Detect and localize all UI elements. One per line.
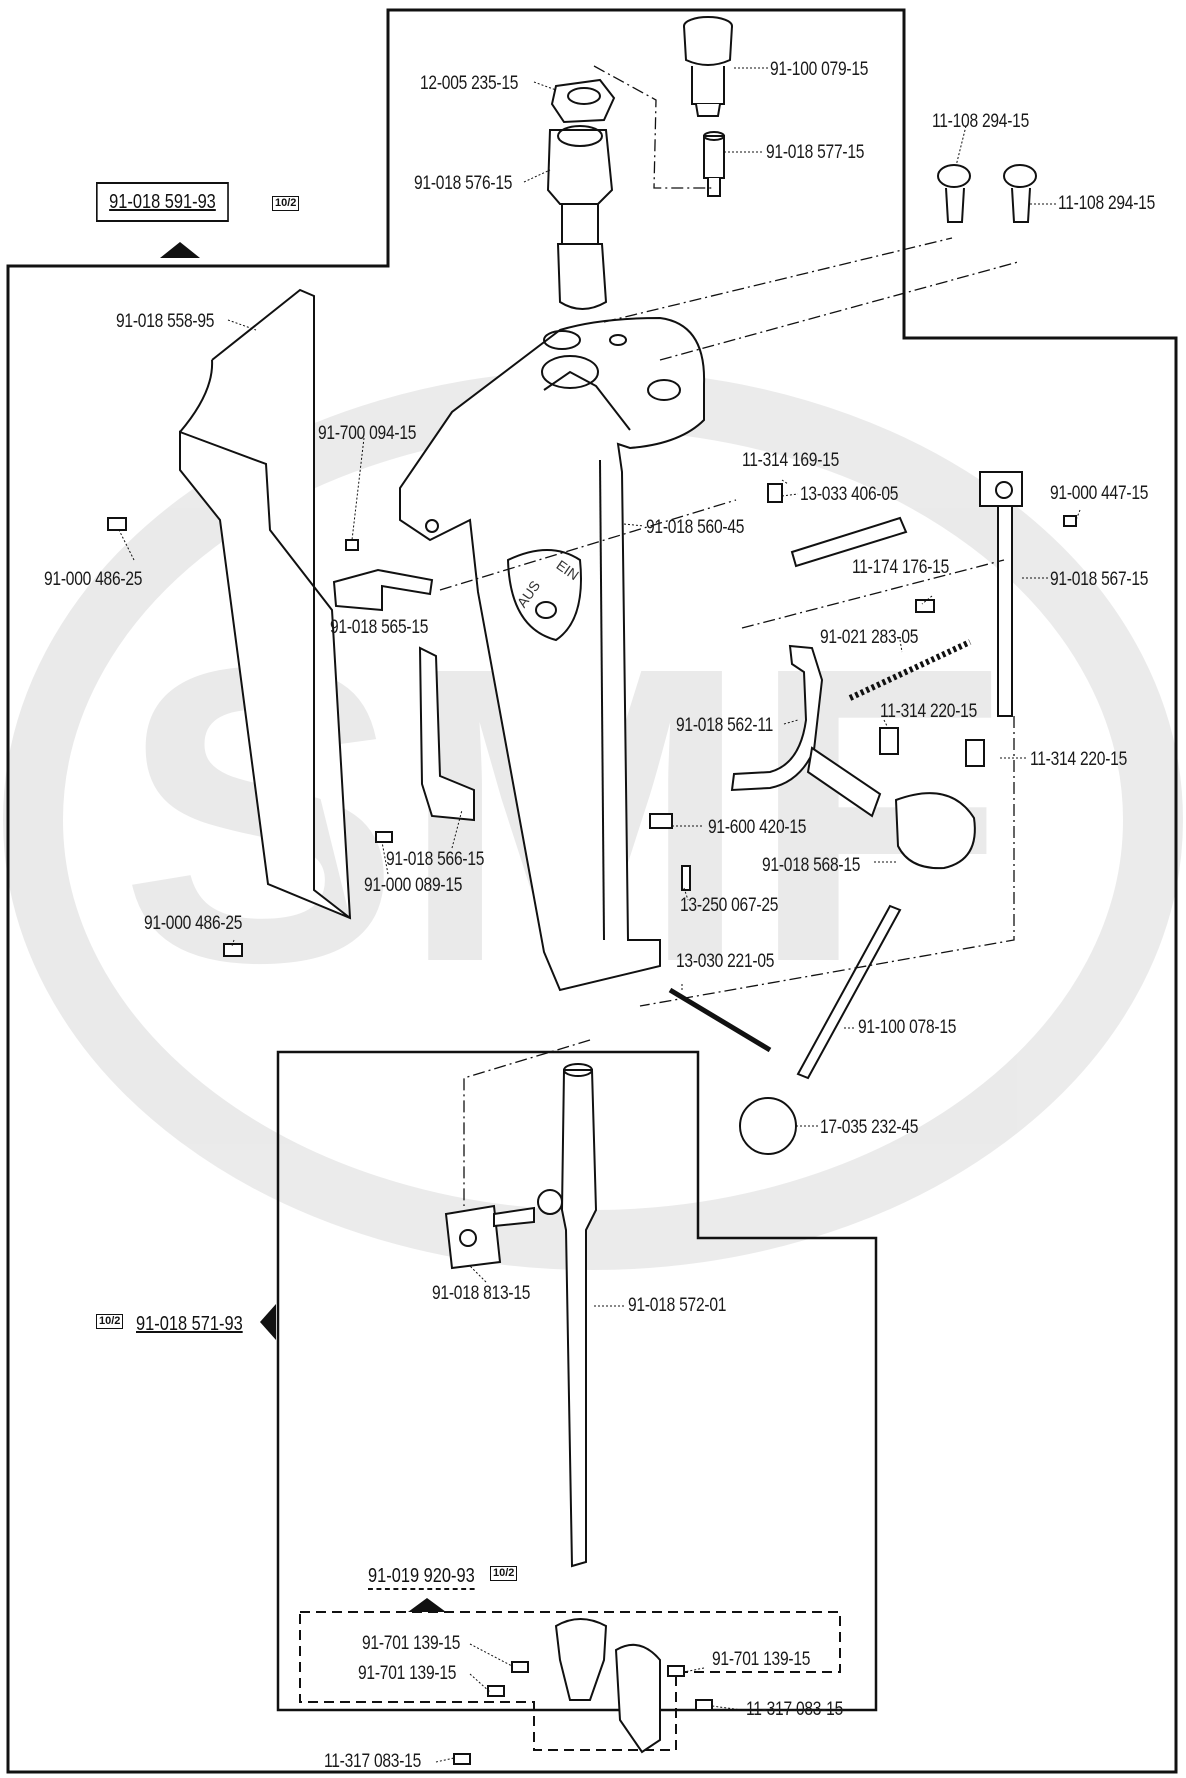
set-screw-part bbox=[767, 483, 783, 503]
hook-bracket-part bbox=[554, 1618, 608, 1701]
dashed-group-boundary bbox=[299, 1611, 841, 1751]
threaded-sleeve-part bbox=[546, 125, 614, 310]
part-label: 91-018 565-15 bbox=[330, 617, 429, 638]
cone-knob-part bbox=[894, 792, 976, 870]
part-label: 91-701 139-15 bbox=[362, 1633, 461, 1654]
set-screw-part bbox=[965, 739, 985, 767]
part-label: 91-701 139-15 bbox=[712, 1649, 811, 1670]
screw-part bbox=[453, 1753, 471, 1765]
bottom-group-arrow bbox=[408, 1598, 446, 1612]
group-ref-top: 10/2 bbox=[272, 196, 300, 211]
main-frame-part bbox=[399, 316, 706, 992]
screw-part bbox=[345, 539, 359, 551]
part-label: 91-018 568-15 bbox=[762, 855, 861, 876]
part-label: 91-018 558-95 bbox=[116, 311, 215, 332]
part-label: 91-021 283-05 bbox=[820, 627, 919, 648]
part-label: 11-108 294-15 bbox=[1058, 193, 1156, 214]
assembly-boundary bbox=[6, 8, 1178, 1774]
part-label: 91-018 577-15 bbox=[766, 142, 865, 163]
bracket-part bbox=[332, 568, 434, 612]
group-label-top: 91-018 591-93 bbox=[96, 182, 229, 222]
slotted-screw-part bbox=[1003, 164, 1037, 223]
part-label: 12-005 235-15 bbox=[420, 73, 519, 94]
part-label: 91-018 566-15 bbox=[386, 849, 485, 870]
part-label: 11-174 176-15 bbox=[852, 557, 950, 578]
hex-nut-part bbox=[550, 78, 616, 124]
part-label: 91-100 078-15 bbox=[858, 1017, 957, 1038]
screw-part bbox=[487, 1685, 505, 1697]
threaded-rod-part bbox=[796, 904, 902, 1080]
screw-part bbox=[511, 1661, 529, 1673]
group-ref-middle: 10/2 bbox=[96, 1314, 124, 1329]
subgroup-boundary bbox=[276, 1050, 878, 1712]
screw-part bbox=[107, 517, 127, 531]
screw-part bbox=[375, 831, 393, 843]
part-label: 91-000 486-25 bbox=[144, 913, 243, 934]
cover-plate-part bbox=[179, 288, 352, 920]
part-label: 91-000 486-25 bbox=[44, 569, 143, 590]
hook-bracket-part bbox=[614, 1643, 661, 1754]
set-screw-part bbox=[879, 727, 899, 755]
part-label: 91-018 576-15 bbox=[414, 173, 513, 194]
screw-part bbox=[1063, 515, 1077, 527]
part-label: 11-314 220-15 bbox=[880, 701, 978, 722]
part-label: 13-250 067-25 bbox=[680, 895, 779, 916]
part-label: 91-700 094-15 bbox=[318, 423, 417, 444]
spring-part bbox=[848, 639, 972, 701]
part-label: 91-018 562-11 bbox=[676, 715, 774, 736]
vertical-rod-part bbox=[979, 471, 1023, 717]
part-label: 91-018 572-01 bbox=[628, 1295, 727, 1316]
part-label: 13-033 406-05 bbox=[800, 484, 899, 505]
part-label: 91-600 420-15 bbox=[708, 817, 807, 838]
slotted-screw-part bbox=[937, 164, 971, 223]
part-label: 17-035 232-45 bbox=[820, 1117, 919, 1138]
part-label: 11-317 083-15 bbox=[324, 1751, 422, 1772]
screw-part bbox=[649, 813, 673, 829]
pin-part bbox=[703, 131, 725, 197]
leader-lines bbox=[117, 67, 1081, 1763]
part-label: 11-314 169-15 bbox=[742, 450, 840, 471]
part-label: 91-701 139-15 bbox=[358, 1663, 457, 1684]
group-label-middle: 91-018 571-93 bbox=[136, 1313, 243, 1335]
group-code-top: 91-018 591-93 bbox=[109, 191, 216, 213]
rod-part bbox=[790, 516, 908, 568]
curved-plate-part bbox=[418, 646, 475, 822]
screw-part bbox=[681, 865, 691, 891]
part-label: 13-030 221-05 bbox=[676, 951, 775, 972]
part-label: 91-018 560-45 bbox=[646, 517, 745, 538]
part-label: 11-314 220-15 bbox=[1030, 749, 1128, 770]
part-label: 91-018 813-15 bbox=[432, 1283, 531, 1304]
screw-part bbox=[223, 943, 243, 957]
part-label: 91-000 447-15 bbox=[1050, 483, 1149, 504]
screw-part bbox=[695, 1699, 713, 1711]
assembly-lines bbox=[439, 65, 1019, 1206]
screw-part bbox=[915, 599, 935, 613]
top-group-arrow bbox=[160, 242, 200, 258]
part-label: 91-018 567-15 bbox=[1050, 569, 1149, 590]
group-label-bottom: 91-019 920-93 bbox=[368, 1566, 475, 1590]
pin-rod-part bbox=[668, 987, 772, 1053]
knurled-screw-part bbox=[683, 16, 733, 117]
shaft-part bbox=[537, 1063, 598, 1568]
middle-group-arrow bbox=[260, 1304, 276, 1340]
ball-knob-part bbox=[739, 1097, 797, 1155]
part-label: 91-100 079-15 bbox=[770, 59, 869, 80]
part-label: 11-317 083-15 bbox=[746, 1699, 844, 1720]
screw-part bbox=[667, 1665, 685, 1677]
part-label: 11-108 294-15 bbox=[932, 111, 1030, 132]
part-label: 91-000 089-15 bbox=[364, 875, 463, 896]
collar-part bbox=[444, 1204, 535, 1270]
group-ref-bottom: 10/2 bbox=[490, 1566, 518, 1581]
